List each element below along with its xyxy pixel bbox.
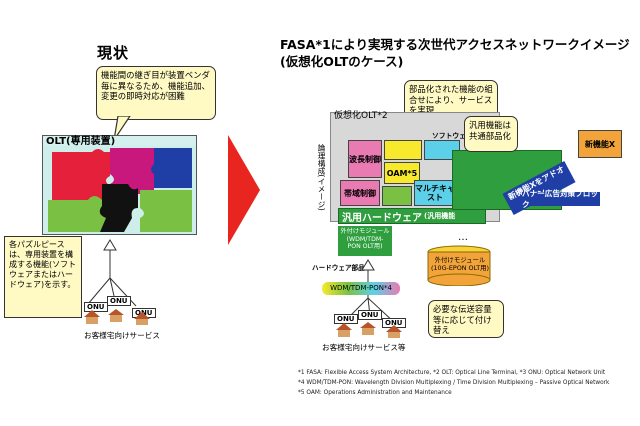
puzzle-piece-magenta: [110, 148, 158, 194]
left-house-icons: [84, 309, 150, 325]
puzzle-side-note: 各パズルピースは、専用装置を構成する機能(ソフトウェアまたはハードウェア)を示す…: [4, 236, 82, 318]
right-title-line1: FASA*1により実現する次世代アクセスネットワークイメージ: [280, 37, 630, 52]
transition-arrow-icon: [228, 135, 260, 245]
new-function-label: 新機能X: [584, 139, 616, 149]
new-function-block: 新機能X: [578, 130, 622, 158]
left-onu-tree: [87, 239, 137, 307]
block-wave-control-label: 波長制御: [349, 154, 381, 164]
hardware-parts-label: ハードウェア部品: [312, 264, 365, 272]
generic-hardware-label: 汎用ハードウェア: [342, 212, 422, 224]
left-onu-1: ONU: [84, 302, 108, 312]
right-onu-1: ONU: [334, 314, 358, 324]
parts-callout-text: 部品化された機能の組合せにより、サービスを実現: [409, 84, 493, 115]
footnote-2: *4 WDM/TDM-PON: Wavelength Division Mult…: [298, 380, 610, 386]
generic-hardware-sub: (汎用機能: [424, 212, 456, 220]
left-onu-2: ONU: [107, 296, 131, 306]
banner-ad-block: バナー広告対策ブロック: [522, 189, 600, 209]
block-oam-label: OAM*5: [386, 168, 418, 178]
olt-label: OLT(専用装置): [46, 136, 116, 147]
puzzle-piece-blue: [151, 148, 192, 188]
ext-module-10g-shape: [427, 245, 491, 286]
right-onu-2: ONU: [358, 310, 382, 320]
logical-config-label: 論理構成(イメージ): [317, 144, 326, 211]
virtual-olt-label: 仮想化OLT*2: [334, 111, 388, 121]
callout-pointer: [113, 116, 131, 141]
software-parts-label: ソフトウェア部品: [432, 132, 487, 140]
footnote-3: *5 OAM: Operations Administration and Ma…: [298, 390, 452, 396]
dots-label: …: [458, 232, 468, 243]
right-title: FASA*1により実現する次世代アクセスネットワークイメージ (仮想化OLTのケ…: [280, 36, 640, 70]
current-callout: 機能間の継ぎ目が装置ベンダ毎に異なるため、機能追加、変更の即時対応が困難: [96, 66, 216, 120]
block-yellow-top: [384, 140, 422, 160]
puzzle-piece-green-left: [48, 196, 108, 232]
block-green-mid: [382, 186, 412, 206]
block-band-control-label: 帯域制御: [344, 188, 376, 198]
right-title-line2: (仮想化OLTのケース): [280, 54, 404, 69]
right-caption: お客様宅向けサービス等: [322, 343, 406, 352]
right-house-icons: [336, 322, 402, 338]
shared-function-callout-text: 汎用機能は共通部品化: [469, 120, 511, 141]
generic-hardware-bar: 汎用ハードウェア (汎用機能: [338, 208, 486, 224]
puzzle-piece-red: [52, 149, 110, 202]
ext-module-10g: 外付けモジュール(10G-EPON OLT用): [430, 256, 490, 272]
puzzle-piece-black: [99, 184, 138, 232]
block-band-control: 帯域制御: [340, 180, 380, 206]
block-wave-control: 波長制御: [348, 140, 382, 178]
shared-function-callout: 汎用機能は共通部品化: [464, 116, 518, 152]
ext-module-wdm: 外付けモジュール(WDM/TDM-PON OLT用): [338, 226, 392, 256]
current-callout-text: 機能間の継ぎ目が装置ベンダ毎に異なるため、機能追加、変更の即時対応が困難: [101, 70, 210, 101]
capacity-callout-text: 必要な伝送容量等に応じて付け替え: [433, 304, 492, 335]
wdm-tdm-pon-label: WDM/TDM-PON*4: [322, 282, 400, 295]
capacity-callout: 必要な伝送容量等に応じて付け替え: [428, 300, 504, 338]
block-oam: OAM*5: [384, 162, 420, 184]
puzzle-graphic: [44, 146, 196, 234]
block-multicast-label: マルチキャスト: [415, 184, 455, 202]
current-title: 現状: [97, 44, 130, 62]
left-caption: お客様宅向けサービス: [84, 331, 160, 340]
puzzle-piece-green-right: [140, 190, 192, 232]
block-multicast: マルチキャスト: [414, 180, 456, 206]
puzzle-side-note-text: 各パズルピースは、専用装置を構成する機能(ソフトウェアまたはハードウェア)を示す…: [9, 240, 77, 289]
footnote-1: *1 FASA: Flexible Access System Architec…: [298, 370, 606, 376]
